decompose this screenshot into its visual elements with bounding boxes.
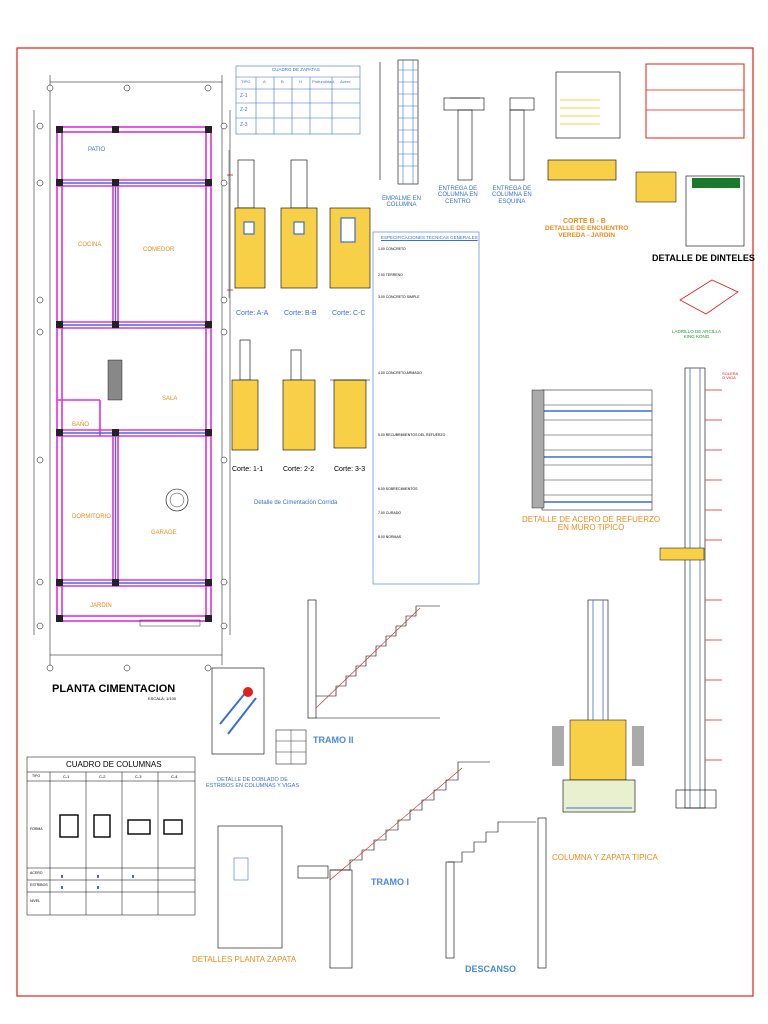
tall-column <box>659 367 717 809</box>
corte-bb: Corte: B-B <box>284 310 317 317</box>
col-h3: C-3 <box>135 774 142 779</box>
col-h4: C-4 <box>171 774 178 779</box>
room-comedor: COMEDOR <box>143 247 175 253</box>
columna-zapata-tipica-title: COLUMNA Y ZAPATA TIPICA <box>552 853 658 862</box>
spec-3: 3.00 CONCRETO SIMPLE <box>378 295 420 299</box>
corte-aa: Corte: A-A <box>236 310 269 317</box>
detalle-dinteles-title: DETALLE DE DINTELES <box>652 253 755 263</box>
col-h2: C-2 <box>99 774 106 779</box>
especificaciones-title: ESPECIFICACIONES TECNICAS GENERALES <box>381 235 478 240</box>
entrega-centro-title: ENTREGA DE COLUMNA EN CENTRO <box>438 186 478 205</box>
detalle-cimentacion-corrida: Detalle de Cimentación Corrida <box>254 500 338 506</box>
room-jardin: JARDIN <box>90 603 112 609</box>
stirrup-detail <box>211 667 307 765</box>
specs-box <box>372 231 480 585</box>
cortes-abc <box>227 150 371 451</box>
spec-2: 2.00 TERRENO <box>378 273 403 277</box>
solera-viga-label: SOLERA O VIGA <box>722 371 739 381</box>
column-schedule-table <box>26 756 196 916</box>
detalle-doblado-title: DETALLE DE DOBLADO DE ESTRIBOS EN COLUMN… <box>206 777 300 789</box>
room-dormitorio: DORMITORIO <box>72 514 111 520</box>
corte-bb-title: CORTE B - B <box>563 218 606 225</box>
corte-cc: Corte: C-C <box>332 310 366 317</box>
footing-plan <box>217 825 283 949</box>
col-h1: C-1 <box>63 774 70 779</box>
zap-row-1: Z-1 <box>240 93 248 99</box>
spec-4: 4.00 CONCRETO ARMADO <box>378 371 422 375</box>
tramo-i-title: TRAMO I <box>371 877 409 887</box>
spec-6: 6.00 SOBRECIMIENTOS <box>378 487 418 491</box>
room-garage: GARAGE <box>151 530 177 536</box>
typical-column-footing <box>552 599 644 813</box>
lintel-details <box>635 63 745 315</box>
zap-h3: H <box>299 79 302 84</box>
descanso-title: DESCANSO <box>465 964 517 974</box>
room-sala: SALA <box>162 396 178 402</box>
detalles-planta-zapata-title: DETALLES PLANTA ZAPATA <box>192 955 297 964</box>
zap-h0: TIPO <box>241 79 251 84</box>
zap-h4: Profundidad <box>312 79 334 84</box>
detalle-acero-muro-title: DETALLE DE ACERO DE REFUERZO EN MURO TIP… <box>522 515 661 533</box>
detalle-encuentro-title: DETALLE DE ENCUENTRO VEREDA - JARDIN <box>545 225 629 239</box>
zap-h5: Acero <box>340 79 351 84</box>
entrega-esquina-title: ENTREGA DE COLUMNA EN ESQUINA <box>492 186 532 205</box>
col-row-estribos: ESTRIBOS <box>30 883 48 887</box>
zap-h2: B <box>281 79 284 84</box>
corte-22: Corte: 2-2 <box>283 466 315 473</box>
spec-8: 8.00 NORMAS <box>378 535 402 539</box>
ladrillo-label: LADRILLO DE ARCILLA KING KONG <box>672 329 722 339</box>
spec-7: 7.00 CURADO <box>378 511 401 515</box>
planta-cimentacion-title: PLANTA CIMENTACION <box>52 683 176 695</box>
tramo-ii-title: TRAMO II <box>313 735 354 745</box>
zap-h1: A <box>263 79 266 84</box>
zap-row-3: Z-3 <box>240 122 248 128</box>
sheet-border <box>16 47 754 997</box>
col-row-acero: ACERO <box>30 871 43 875</box>
stairs <box>297 599 547 969</box>
spec-5: 5.00 RECUBRIMIENTOS DEL REFUERZO <box>378 433 446 437</box>
zap-row-2: Z-2 <box>240 107 248 113</box>
empalme-title: EMPALME EN COLUMNA <box>382 196 421 209</box>
column-details <box>379 59 535 185</box>
corte-11: Corte: 1-1 <box>232 466 264 473</box>
footing-schedule-table <box>235 65 361 135</box>
col-row-nivel: NIVEL <box>30 899 41 903</box>
col-h0: TIPO <box>32 774 41 778</box>
wall-detail <box>531 389 653 511</box>
room-bano: BAÑO <box>72 422 90 428</box>
corte-33: Corte: 3-3 <box>334 466 366 473</box>
cuadro-columnas-title: CUADRO DE COLUMNAS <box>66 760 162 769</box>
col-row-forma: FORMA <box>30 827 43 831</box>
planta-cimentacion-scale: ESCALA: 1/100 <box>148 696 177 701</box>
spec-1: 1.00 CONCRETO <box>378 247 406 251</box>
room-patio: PATIO <box>88 147 106 153</box>
foundation-plan <box>33 75 231 672</box>
room-cocina: COCINA <box>78 242 102 248</box>
cuadro-zapatas-title: CUADRO DE ZAPATAS <box>272 67 320 72</box>
